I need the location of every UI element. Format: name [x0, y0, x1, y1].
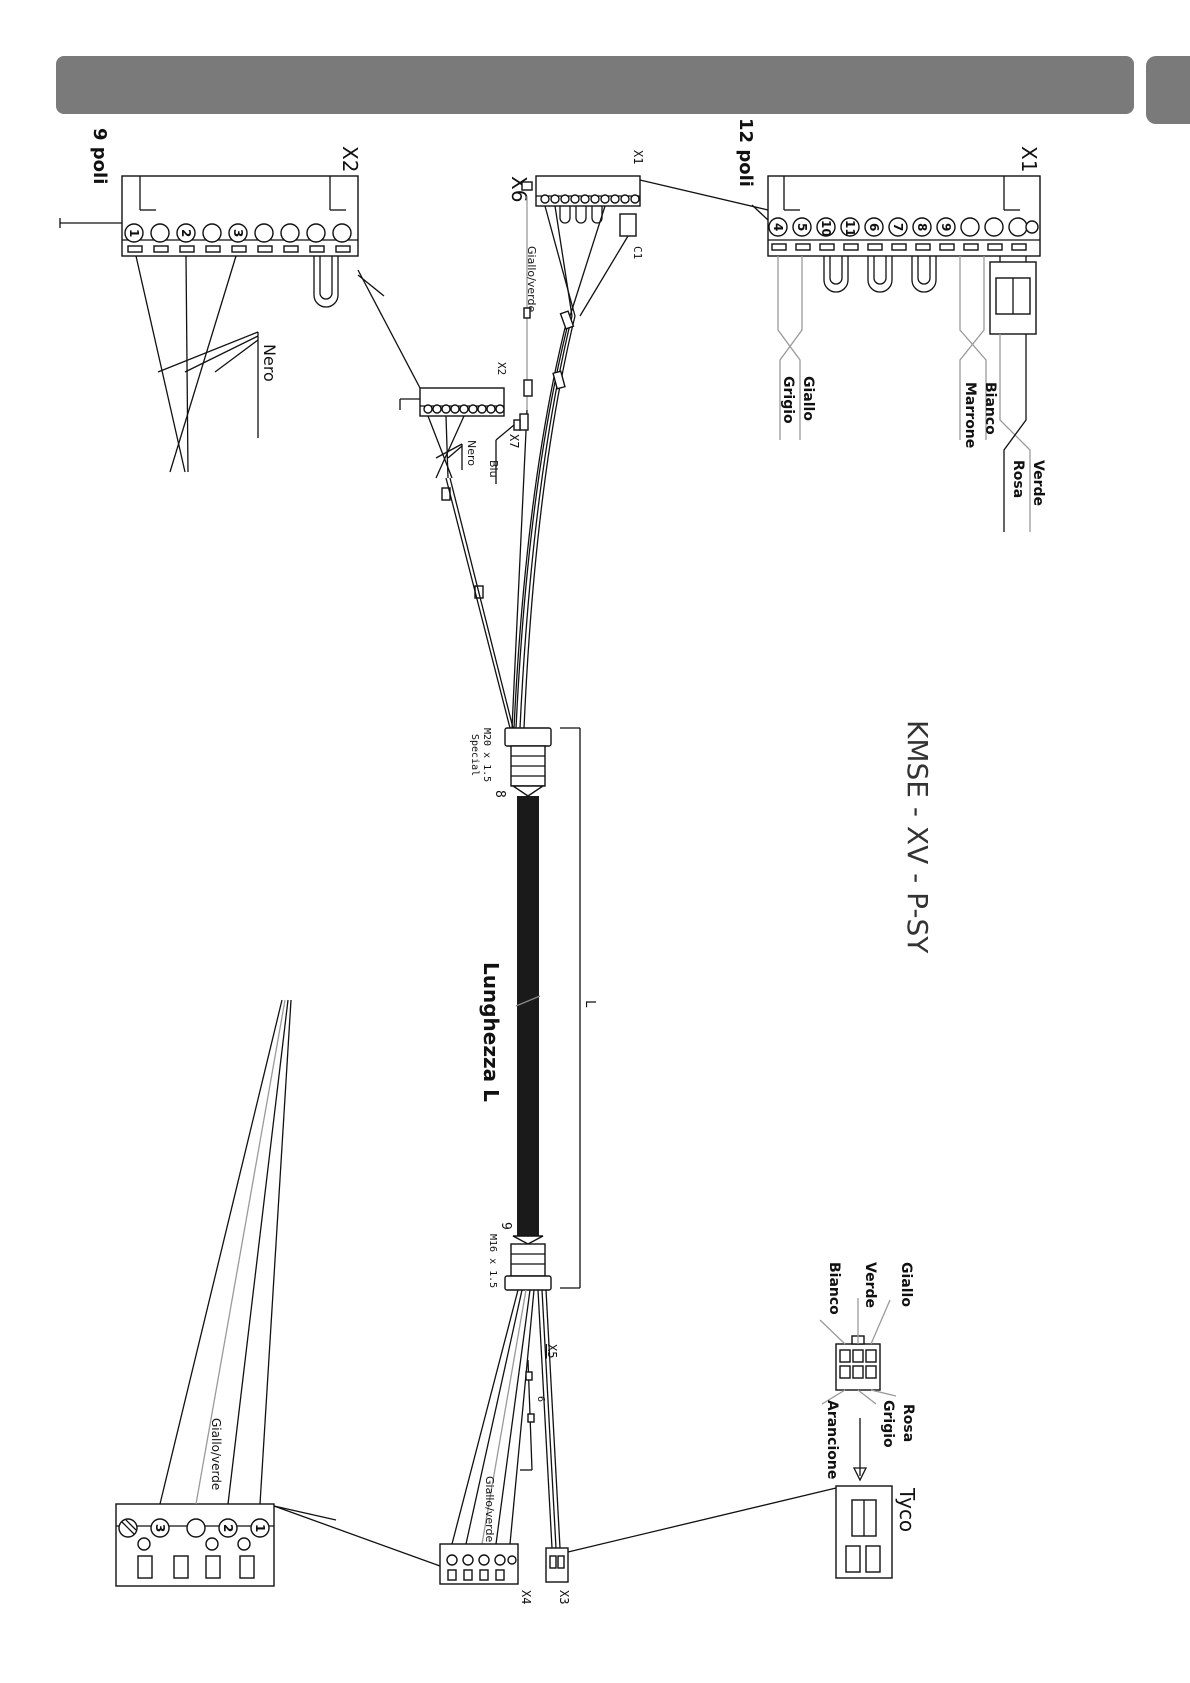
diagram-title: KMSE - XV - P-SY — [901, 720, 934, 954]
x1-pin-label: 8 — [915, 223, 929, 231]
x2-pin-label: 1 — [127, 229, 141, 237]
x1-pin-label: 9 — [939, 223, 953, 231]
x7-name: X7 — [507, 434, 521, 448]
x1-pin-label: 4 — [771, 223, 785, 231]
tyco-wire-label: Bianco — [826, 1262, 842, 1315]
x1-pin-label: 11 — [843, 220, 857, 237]
tyco-wire-label: Grigio — [880, 1400, 896, 1448]
x4-pin-label: 1 — [253, 1524, 267, 1532]
connector-tyco: Tyco Giallo Verde Bianco Rosa Grigio Ara… — [820, 1262, 919, 1578]
nero-label-small: Nero — [465, 440, 478, 466]
x1-pin-label: 7 — [891, 223, 905, 231]
x1-pin-label: 6 — [867, 223, 881, 231]
x2-pin-label: 3 — [231, 229, 245, 237]
gland-top: M20 x 1.5 Special 8 — [469, 728, 551, 798]
x3-name: X3 — [557, 1590, 571, 1604]
length-symbol: L — [582, 1000, 597, 1008]
x1-wire-label: Bianco — [982, 382, 998, 435]
connector-x2-small: X2 Nero — [400, 362, 513, 728]
x2-pin-label: 2 — [179, 229, 193, 237]
giallo-verde-label-top: Giallo/verde — [525, 246, 538, 312]
x1-wire-label: Giallo — [800, 376, 816, 421]
tyco-name: Tyco — [895, 1487, 919, 1532]
blu-label: Blu — [487, 460, 500, 478]
gland-top-number: 8 — [492, 790, 507, 798]
bundle-bottom: X5 6 Giallo/verde — [452, 1290, 560, 1548]
connector-x3-small: X3 — [546, 1488, 836, 1604]
gland-top-spec: M20 x 1.5 — [481, 728, 492, 782]
connector-x1-large: 4 5 10 11 6 7 8 9 — [640, 118, 1046, 532]
giallo-verde-label-x4: Giallo/verde — [483, 1476, 496, 1542]
x2-poles: 9 poli — [89, 128, 110, 184]
x4-pin-label: 3 — [153, 1524, 167, 1532]
bundle-top — [512, 311, 575, 728]
x2-large-name: X2 — [338, 146, 362, 172]
x2-small-name: X2 — [495, 362, 508, 375]
x5-name: X5 — [545, 1344, 559, 1358]
connector-x4-large: 3 2 1 Giallo/verde — [116, 1000, 440, 1586]
gland-bottom-number: 9 — [498, 1222, 513, 1230]
connector-x6: X6 Giallo/verde — [507, 176, 538, 410]
gland-top-spec2: Special — [469, 734, 480, 776]
x1-small-name: X1 — [631, 150, 645, 164]
x4-name: X4 — [519, 1590, 533, 1604]
x1-pin-label: 10 — [819, 220, 833, 237]
x5-sub: 6 — [535, 1396, 546, 1402]
x1-large-name: X1 — [1017, 146, 1041, 172]
x1-wire-label: Rosa — [1010, 460, 1026, 498]
tyco-wire-label: Verde — [862, 1262, 878, 1308]
main-cable — [517, 796, 539, 1236]
tyco-wire-label: Giallo — [898, 1262, 914, 1307]
x2-wire-label: Nero — [260, 344, 279, 382]
connector-x1-small: X1 C1 — [536, 150, 645, 316]
x4-pin-label: 2 — [221, 1524, 235, 1532]
connector-x4-small: X4 — [440, 1544, 533, 1604]
tyco-wire-label: Rosa — [900, 1404, 916, 1442]
x1-wire-label: Verde — [1030, 460, 1046, 506]
gland-bottom-spec: M16 x 1.5 — [487, 1234, 498, 1288]
x1-poles: 12 poli — [735, 118, 756, 187]
x1-wire-label: Grigio — [780, 376, 796, 424]
c1-label: C1 — [631, 246, 644, 259]
x4-wire-label: Giallo/verde — [209, 1418, 223, 1490]
tyco-wire-label: Arancione — [824, 1400, 840, 1479]
connector-x7: X7 Blu — [487, 420, 521, 484]
x1-wire-label: Marrone — [962, 382, 978, 448]
x1-pin-label: 5 — [795, 223, 809, 231]
connector-x2-large: 1 2 3 X2 9 p — [60, 128, 420, 472]
length-label: Lunghezza L — [479, 962, 503, 1102]
